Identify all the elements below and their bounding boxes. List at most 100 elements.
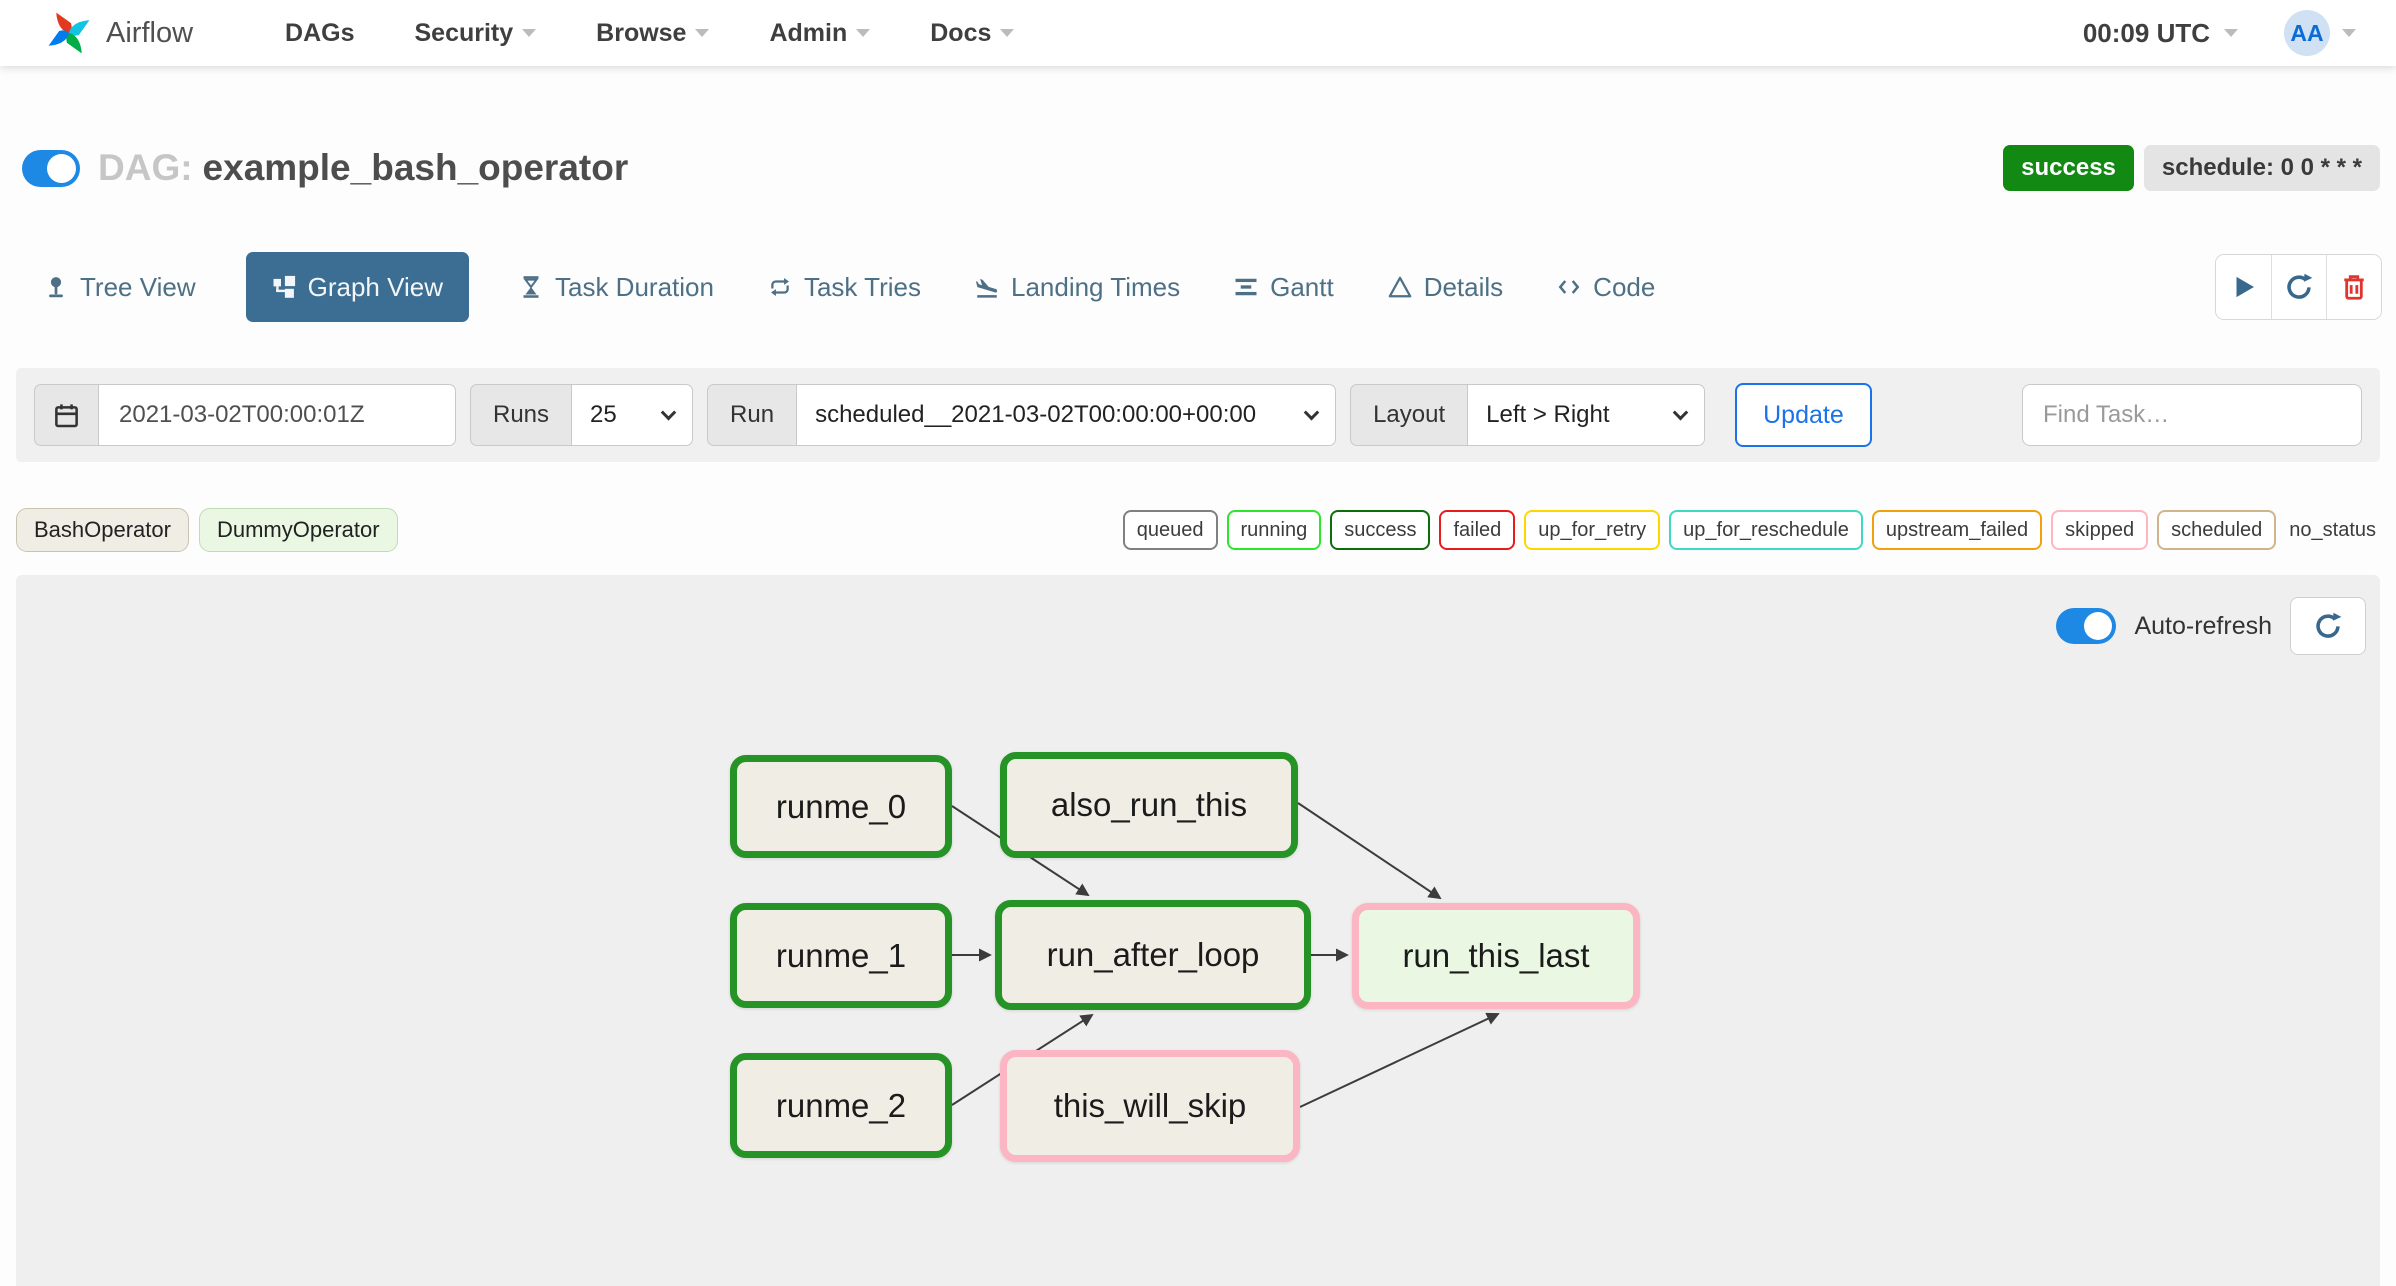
trigger-dag-button[interactable] — [2216, 255, 2271, 319]
refresh-dag-button[interactable] — [2271, 255, 2326, 319]
status-legend-upstream-failed: upstream_failed — [1871, 510, 2043, 550]
tab-label: Code — [1593, 271, 1656, 302]
tree-icon — [44, 275, 68, 299]
chevron-down-icon — [856, 29, 871, 37]
task-node-run_after_loop[interactable]: run_after_loop — [995, 900, 1311, 1010]
nav-item-browse[interactable]: Browse — [596, 18, 710, 48]
tab-landing-times[interactable]: Landing Times — [971, 252, 1184, 322]
tab-task-tries[interactable]: Task Tries — [764, 252, 925, 322]
dag-graph-panel: Auto-refresh runme_0 also_run_this runme_1… — [16, 575, 2380, 1286]
calendar-button[interactable] — [34, 384, 98, 446]
auto-refresh-label: Auto-refresh — [2134, 611, 2272, 640]
chevron-down-icon — [2224, 29, 2238, 37]
status-legend-queued: queued — [1122, 510, 1218, 550]
tab-details[interactable]: Details — [1384, 252, 1507, 322]
toggle-knob — [47, 153, 76, 183]
tab-code[interactable]: Code — [1553, 252, 1659, 322]
refresh-icon — [2284, 272, 2314, 302]
nav-item-label: Browse — [596, 18, 687, 47]
task-node-label: runme_0 — [775, 787, 907, 825]
nav-item-label: Admin — [769, 18, 848, 47]
chevron-down-icon — [695, 29, 710, 37]
layout-select[interactable]: Left > Right — [1467, 384, 1706, 446]
task-node-this_will_skip[interactable]: this_will_skip — [1000, 1050, 1300, 1162]
refresh-icon — [2316, 612, 2342, 638]
status-legend-no-status: no_status — [2289, 518, 2376, 541]
dag-action-group — [2215, 254, 2382, 320]
tab-label: Graph View — [307, 271, 443, 302]
code-icon — [1557, 275, 1581, 299]
tab-label: Landing Times — [1010, 271, 1181, 302]
filter-bar: Runs 25 Run scheduled__2021-03-02T00:00:… — [16, 368, 2380, 462]
user-menu[interactable]: AA — [2284, 10, 2356, 56]
task-node-runme_1[interactable]: runme_1 — [730, 903, 952, 1008]
tab-label: Gantt — [1270, 271, 1334, 302]
task-node-label: run_this_last — [1402, 937, 1590, 974]
layout-value: Left > Right — [1486, 401, 1610, 428]
status-legend-skipped: skipped — [2051, 510, 2149, 550]
clock-dropdown[interactable]: 00:09 UTC — [2083, 18, 2238, 49]
tab-label: Details — [1423, 271, 1504, 302]
main-menu: DAGs Security Browse Admin Docs — [285, 18, 1015, 48]
schedule-badge[interactable]: schedule: 0 0 * * * — [2143, 145, 2380, 191]
nav-item-label: Docs — [930, 18, 992, 47]
airflow-brand[interactable]: Airflow — [44, 8, 193, 58]
execution-date-input[interactable] — [98, 384, 456, 446]
task-node-runme_0[interactable]: runme_0 — [730, 755, 952, 858]
hourglass-icon — [519, 275, 543, 299]
tab-gantt[interactable]: Gantt — [1230, 252, 1338, 322]
tab-task-duration[interactable]: Task Duration — [515, 252, 718, 322]
nav-item-docs[interactable]: Docs — [930, 18, 1015, 48]
view-tabs: Tree View Graph View Task Duration Task Tri… — [40, 252, 1659, 322]
graph-refresh-button[interactable] — [2290, 597, 2366, 655]
avatar: AA — [2284, 10, 2330, 56]
task-node-also_run_this[interactable]: also_run_this — [1000, 752, 1298, 858]
clock-label: 00:09 UTC — [2082, 17, 2210, 48]
status-legend-failed: failed — [1439, 510, 1516, 550]
nav-item-security[interactable]: Security — [414, 19, 537, 48]
edge-this_will_skip-to-run_this_last — [1299, 1012, 1500, 1108]
dag-run-select[interactable]: scheduled__2021-03-02T00:00:00+00:00 — [796, 384, 1337, 446]
task-node-label: run_after_loop — [1046, 936, 1260, 973]
top-navbar: Airflow DAGs Security Browse Admin Docs 00:0… — [0, 0, 2396, 66]
delete-dag-button[interactable] — [2326, 255, 2381, 319]
calendar-icon — [55, 403, 78, 427]
auto-refresh-toggle[interactable] — [2056, 608, 2117, 644]
tab-label: Tree View — [80, 271, 196, 302]
num-runs-select[interactable]: 25 — [571, 384, 694, 446]
operator-legend-dummyoperator: DummyOperator — [198, 508, 398, 552]
chevron-down-icon — [1000, 29, 1015, 37]
details-icon — [1388, 275, 1412, 299]
tab-label: Task Tries — [803, 271, 921, 302]
dag-pause-toggle[interactable] — [22, 149, 80, 187]
dag-run-value: scheduled__2021-03-02T00:00:00+00:00 — [815, 401, 1257, 428]
status-legend-scheduled: scheduled — [2157, 510, 2277, 550]
airflow-logo — [48, 12, 90, 54]
task-node-label: also_run_this — [1050, 786, 1248, 823]
nav-item-admin[interactable]: Admin — [769, 18, 871, 48]
nav-item-dags[interactable]: DAGs — [285, 19, 354, 48]
task-node-runme_2[interactable]: runme_2 — [730, 1053, 952, 1158]
task-node-label: runme_1 — [775, 936, 907, 974]
task-node-run_this_last[interactable]: run_this_last — [1352, 903, 1640, 1009]
update-button[interactable]: Update — [1735, 383, 1872, 447]
chevron-down-icon — [1672, 404, 1689, 420]
gantt-icon — [1234, 275, 1258, 299]
operator-legend-bashoperator: BashOperator — [16, 508, 189, 552]
trash-icon — [2339, 272, 2369, 302]
brand-name: Airflow — [106, 16, 194, 49]
tab-graph-view[interactable]: Graph View — [245, 252, 469, 322]
find-task-input[interactable] — [2022, 384, 2362, 446]
chevron-down-icon — [522, 29, 537, 37]
dag-prefix: DAG: — [98, 147, 193, 188]
tab-tree-view[interactable]: Tree View — [40, 252, 200, 322]
chevron-down-icon — [2342, 29, 2356, 37]
landing-icon — [975, 275, 999, 299]
nav-item-label: DAGs — [285, 18, 355, 47]
task-node-label: runme_2 — [775, 1086, 907, 1124]
view-tabs-row: Tree View Graph View Task Duration Task Tri… — [0, 252, 2396, 322]
runs-label: Runs — [470, 384, 572, 446]
tab-label: Task Duration — [554, 271, 714, 302]
